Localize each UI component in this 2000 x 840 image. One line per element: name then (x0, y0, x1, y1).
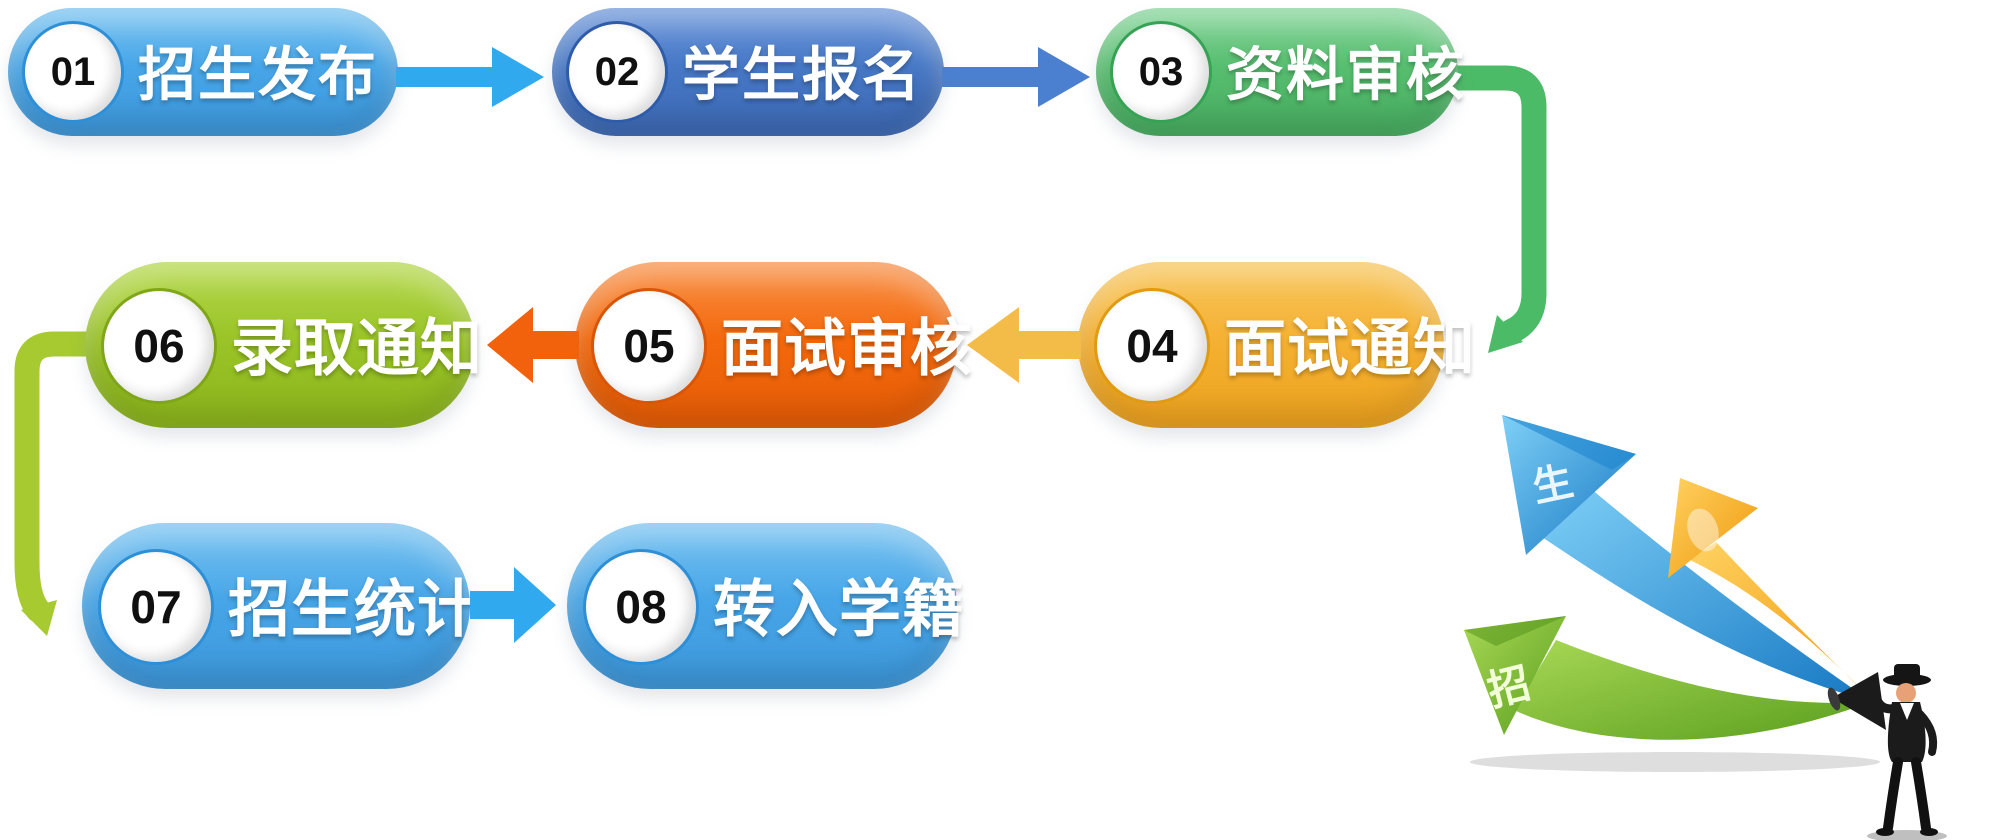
blue-swoosh-label: 生 (1529, 459, 1577, 510)
step-5-pill: 05 面试审核 (575, 262, 972, 428)
yellow-swoosh-arrow-icon (1668, 478, 1872, 700)
arrow-right-1-2-icon (396, 47, 544, 107)
step-8-pill: 08 转入学籍 (567, 523, 964, 689)
step-1-number-badge: 01 (22, 21, 124, 123)
step-6-label: 录取通知 (231, 314, 484, 384)
step-2-pill: 02 学生报名 (552, 8, 944, 136)
swoosh-arrows-illustration: 生 招 (1464, 415, 1947, 840)
step-1-pill: 01 招生发布 (8, 8, 398, 136)
step-4-number-badge: 04 (1094, 288, 1210, 404)
arrow-right-2-3-icon (942, 47, 1090, 107)
step-4-label: 面试通知 (1224, 314, 1477, 384)
connector-step6-to-step7-icon (14, 331, 103, 636)
step-2-number: 02 (594, 49, 640, 94)
step-1-number: 01 (50, 49, 96, 94)
step-5-number: 05 (623, 320, 675, 372)
step-1-label: 招生发布 (138, 42, 379, 108)
step-3-pill: 03 资料审核 (1096, 8, 1464, 136)
arrow-left-5-6-icon (487, 307, 579, 383)
step-3-label: 资料审核 (1226, 42, 1467, 108)
blue-swoosh-arrow-icon: 生 (1502, 415, 1872, 702)
step-5-label: 面试审核 (721, 314, 974, 384)
step-4-pill: 04 面试通知 (1078, 262, 1475, 428)
step-7-number-badge: 07 (98, 549, 214, 665)
step-5-number-badge: 05 (591, 288, 707, 404)
step-4-number: 04 (1126, 320, 1178, 372)
green-swoosh-arrow-icon: 招 (1464, 616, 1870, 740)
step-3-number: 03 (1138, 49, 1184, 94)
step-7-pill: 07 招生统计 (82, 523, 479, 689)
connector-step3-to-step4-icon (1435, 65, 1547, 353)
step-3-number-badge: 03 (1110, 21, 1212, 123)
step-6-number-badge: 06 (101, 288, 217, 404)
step-8-label: 转入学籍 (713, 575, 966, 645)
megaphone-person-icon (1827, 664, 1947, 840)
step-6-number: 06 (133, 320, 185, 372)
ground-shadow (1470, 752, 1880, 772)
step-6-pill: 06 录取通知 (85, 262, 482, 428)
step-7-number: 07 (130, 581, 182, 633)
step-8-number-badge: 08 (583, 549, 699, 665)
arrow-left-4-5-icon (967, 307, 1081, 383)
step-2-number-badge: 02 (566, 21, 668, 123)
step-8-number: 08 (615, 581, 667, 633)
step-2-label: 学生报名 (682, 42, 923, 108)
arrow-right-7-8-icon (470, 567, 556, 643)
step-7-label: 招生统计 (228, 575, 481, 645)
